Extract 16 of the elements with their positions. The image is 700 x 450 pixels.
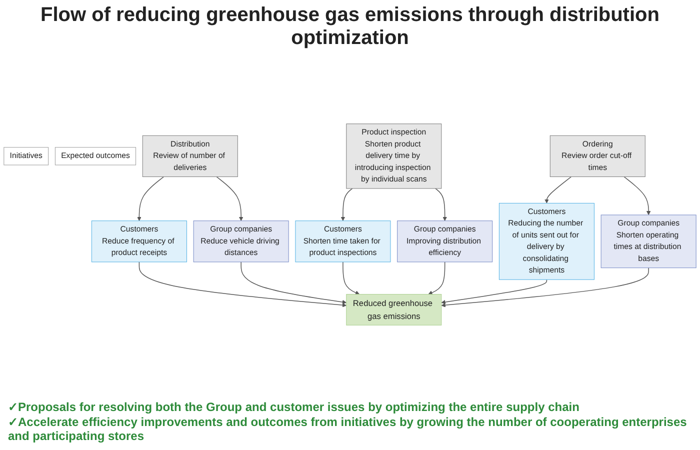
arrow [138,262,347,308]
arrow [441,279,548,304]
arrow [216,176,244,222]
arrow [441,267,649,308]
arrow [137,176,164,222]
diagram-title: Flow of reducing greenhouse gas emissions through distribution optimization [40,3,660,51]
arrow [240,262,347,304]
arrow [340,188,353,222]
arrow [342,262,360,295]
arrow [624,176,651,216]
arrow [544,176,572,204]
node-box: Reduced greenhouse gas emissions [346,294,442,326]
note-text: ✓Proposals for resolving both the Group and customer issues by optimizing the entire supply chain [8,400,580,414]
note-text: ✓Accelerate efficiency improvements and outcomes from initiatives by growing the number of cooperating enterprises and participating stores [8,415,688,443]
arrow [435,188,447,222]
arrow [428,262,446,295]
